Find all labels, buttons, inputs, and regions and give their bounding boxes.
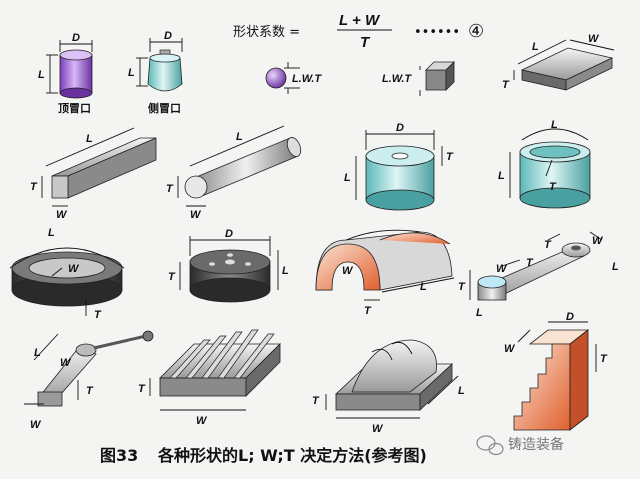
plate-l-label: L: [532, 41, 539, 53]
equation-number: ④: [468, 21, 484, 42]
side-riser-shape: [136, 38, 183, 92]
crank-t-label: T: [458, 281, 466, 293]
round-bar-shape: [177, 125, 302, 207]
square-bar-w-label: W: [56, 209, 68, 221]
plate-w-label: W: [588, 33, 600, 45]
ring-shape: [509, 128, 591, 209]
square-bar-l-label: L: [86, 133, 93, 145]
figure-number: 图33: [100, 446, 138, 465]
domed-w-label: W: [372, 423, 384, 435]
dark-disc-d-label: D: [225, 228, 233, 240]
plate-t-label: T: [502, 79, 510, 91]
lever-w-label: W: [60, 357, 72, 369]
ring-l2-label: L: [498, 170, 505, 182]
crank-t2-label: T: [526, 257, 534, 269]
side-riser-caption: 侧冒口: [148, 101, 181, 115]
lever-shape: [24, 330, 154, 407]
orange-arch-shape: [315, 229, 455, 301]
hollow-cyl-t-label: T: [446, 151, 454, 163]
round-bar-w-label: W: [190, 209, 202, 221]
sphere-shape: [265, 62, 300, 94]
cube-shape: [419, 61, 455, 96]
figure-caption: 各种形状的L; W;T 决定方法(参考图): [157, 446, 427, 465]
arch-t-label: T: [364, 305, 372, 317]
round-bar-t-label: T: [166, 183, 174, 195]
crank-w-label: W: [496, 263, 508, 275]
cube-lwt-label: L.W.T: [382, 73, 412, 85]
heatsink-shape: [149, 329, 281, 411]
dark-disc-shape: [179, 236, 279, 303]
ring-t-label: T: [549, 181, 557, 193]
side-riser-d-label: D: [164, 30, 172, 42]
arch-w-label: W: [342, 265, 354, 277]
dark-ring-l-label: L: [48, 227, 55, 239]
formula-denominator: T: [360, 34, 371, 51]
round-bar-l-label: L: [236, 131, 243, 143]
crank-l2-label: L: [476, 307, 483, 319]
crank-l-label: L: [612, 261, 619, 273]
top-riser-d-label: D: [72, 32, 80, 44]
dark-ring-w-label: W: [68, 263, 80, 275]
hollow-cyl-l-label: L: [344, 172, 351, 184]
plate-shape: [513, 39, 615, 91]
heatsink-w-label: W: [196, 415, 208, 427]
square-bar-shape: [41, 127, 157, 207]
formula-numerator: L + W: [339, 12, 381, 29]
stairs-t-label: T: [600, 353, 608, 365]
dark-ring-t-label: T: [94, 309, 102, 321]
square-bar-t-label: T: [30, 181, 38, 193]
watermark-text: 铸造装备: [508, 436, 564, 453]
wechat-icon: [476, 435, 504, 456]
formula-dots: ••••••: [414, 25, 460, 40]
heatsink-t-label: T: [138, 383, 146, 395]
dark-disc-l-label: L: [282, 265, 289, 277]
dark-disc-t-label: T: [168, 271, 176, 283]
crank-t3-label: T: [544, 239, 552, 251]
side-riser-l-label: L: [128, 67, 135, 79]
domed-block-shape: [325, 339, 459, 419]
crank-shape: [469, 231, 603, 301]
hollow-cyl-d-label: D: [396, 122, 404, 134]
stairs-d-label: D: [566, 311, 574, 323]
arch-l-label: L: [420, 281, 427, 293]
crank-w2-label: W: [592, 235, 604, 247]
hollow-cylinder-shape: [355, 130, 443, 211]
sphere-lwt-label: L.W.T: [292, 73, 322, 85]
lever-l-label: L: [34, 347, 41, 359]
top-riser-l-label: L: [38, 69, 45, 81]
ring-l-label: L: [551, 119, 558, 131]
top-riser-caption: 顶冒口: [58, 102, 91, 115]
stairs-w-label: W: [504, 343, 516, 355]
lever-t-label: T: [86, 385, 94, 397]
domed-l-label: L: [458, 385, 465, 397]
dark-ring-shape: [9, 247, 125, 316]
lever-w2-label: W: [30, 419, 42, 431]
top-riser-shape: [46, 40, 93, 99]
formula-prefix: 形状系数 =: [233, 25, 300, 40]
domed-t-label: T: [312, 395, 320, 407]
stairs-shape: [513, 321, 597, 431]
